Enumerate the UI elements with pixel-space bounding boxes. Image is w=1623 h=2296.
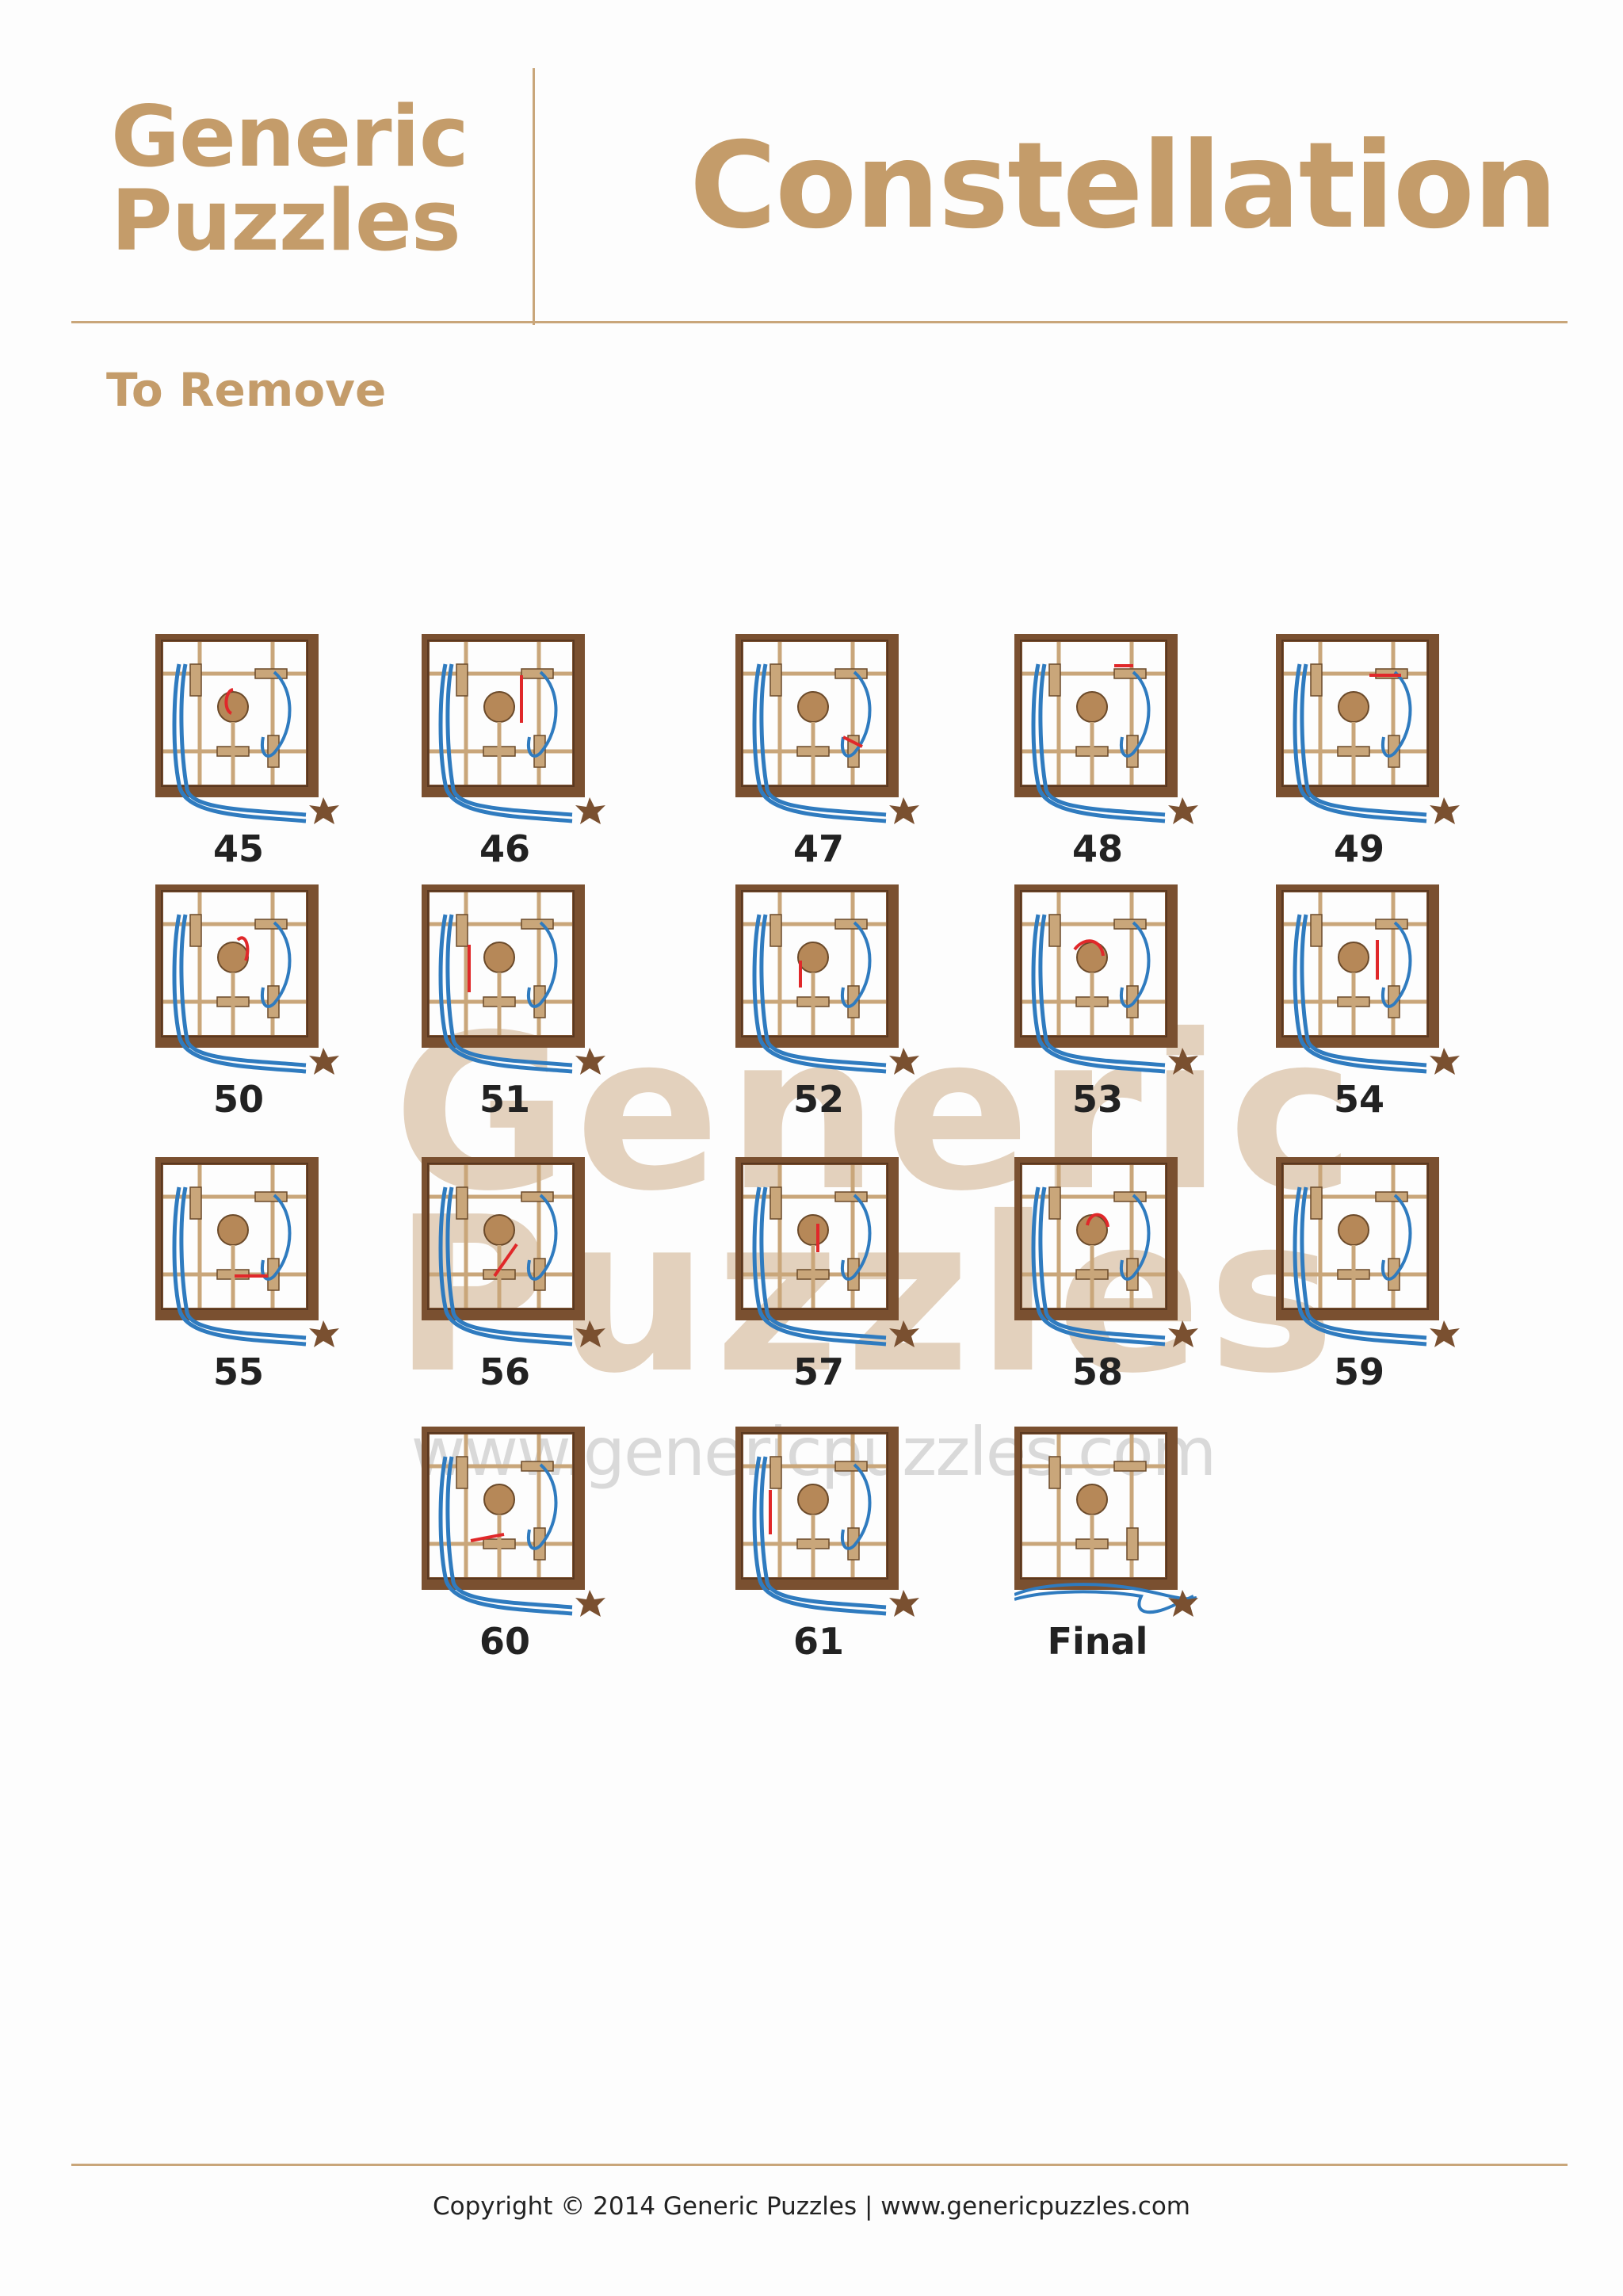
puzzle-diagram-icon	[422, 1157, 605, 1347]
header-divider	[533, 68, 535, 325]
header-rule	[71, 321, 1568, 323]
puzzle-diagram-icon	[155, 1157, 339, 1347]
step-diagram: 50	[155, 884, 346, 1138]
step-diagram: 57	[735, 1157, 926, 1411]
step-diagram: 45	[155, 634, 346, 888]
step-diagram: Final	[1014, 1427, 1205, 1680]
puzzle-diagram-icon	[1276, 1157, 1460, 1347]
puzzle-diagram-icon	[1276, 634, 1460, 824]
puzzle-diagram-icon	[735, 884, 919, 1075]
puzzle-diagram-icon	[422, 1427, 605, 1617]
step-label: 45	[212, 827, 264, 870]
footer-rule	[71, 2164, 1568, 2166]
step-diagram: 46	[422, 634, 612, 888]
step-label: 60	[479, 1620, 530, 1663]
puzzle-diagram-icon	[1014, 1157, 1198, 1347]
step-label: 50	[212, 1078, 264, 1121]
step-diagram: 58	[1014, 1157, 1205, 1411]
step-label: 58	[1071, 1350, 1123, 1393]
step-diagram: 54	[1276, 884, 1466, 1138]
step-label: 55	[212, 1350, 264, 1393]
step-diagram: 59	[1276, 1157, 1466, 1411]
logo-line-2: Puzzles	[111, 172, 461, 269]
step-label: 47	[792, 827, 844, 870]
step-diagram: 53	[1014, 884, 1205, 1138]
step-label: 54	[1333, 1078, 1384, 1121]
footer-copyright: Copyright © 2014 Generic Puzzles | www.g…	[432, 2192, 1191, 2221]
puzzle-diagram-icon	[735, 1157, 919, 1347]
step-label: 51	[479, 1078, 530, 1121]
puzzle-diagram-icon	[155, 634, 339, 824]
page-title: Constellation	[689, 117, 1558, 255]
logo-line-1: Generic	[111, 88, 469, 185]
step-diagram: 52	[735, 884, 926, 1138]
puzzle-diagram-icon	[1014, 1427, 1198, 1617]
puzzle-diagram-icon	[422, 884, 605, 1075]
step-label: 56	[479, 1350, 530, 1393]
step-diagram: 60	[422, 1427, 612, 1680]
puzzle-diagram-icon	[422, 634, 605, 824]
step-label: 57	[792, 1350, 844, 1393]
step-label: 53	[1071, 1078, 1123, 1121]
section-title: To Remove	[106, 363, 387, 417]
brand-logo: Generic Puzzles	[111, 88, 469, 269]
step-label: Final	[1047, 1620, 1148, 1663]
step-label: 48	[1071, 827, 1123, 870]
step-label: 59	[1333, 1350, 1384, 1393]
puzzle-diagram-icon	[1014, 884, 1198, 1075]
step-label: 52	[792, 1078, 844, 1121]
step-label: 61	[792, 1620, 844, 1663]
step-diagram: 51	[422, 884, 612, 1138]
puzzle-diagram-icon	[155, 884, 339, 1075]
step-diagram: 55	[155, 1157, 346, 1411]
step-diagram: 48	[1014, 634, 1205, 888]
step-diagram: 56	[422, 1157, 612, 1411]
puzzle-diagram-icon	[735, 1427, 919, 1617]
step-diagram: 61	[735, 1427, 926, 1680]
step-label: 49	[1333, 827, 1384, 870]
step-diagram: 47	[735, 634, 926, 888]
step-label: 46	[479, 827, 530, 870]
puzzle-diagram-icon	[735, 634, 919, 824]
puzzle-diagram-icon	[1276, 884, 1460, 1075]
step-diagram: 49	[1276, 634, 1466, 888]
puzzle-diagram-icon	[1014, 634, 1198, 824]
